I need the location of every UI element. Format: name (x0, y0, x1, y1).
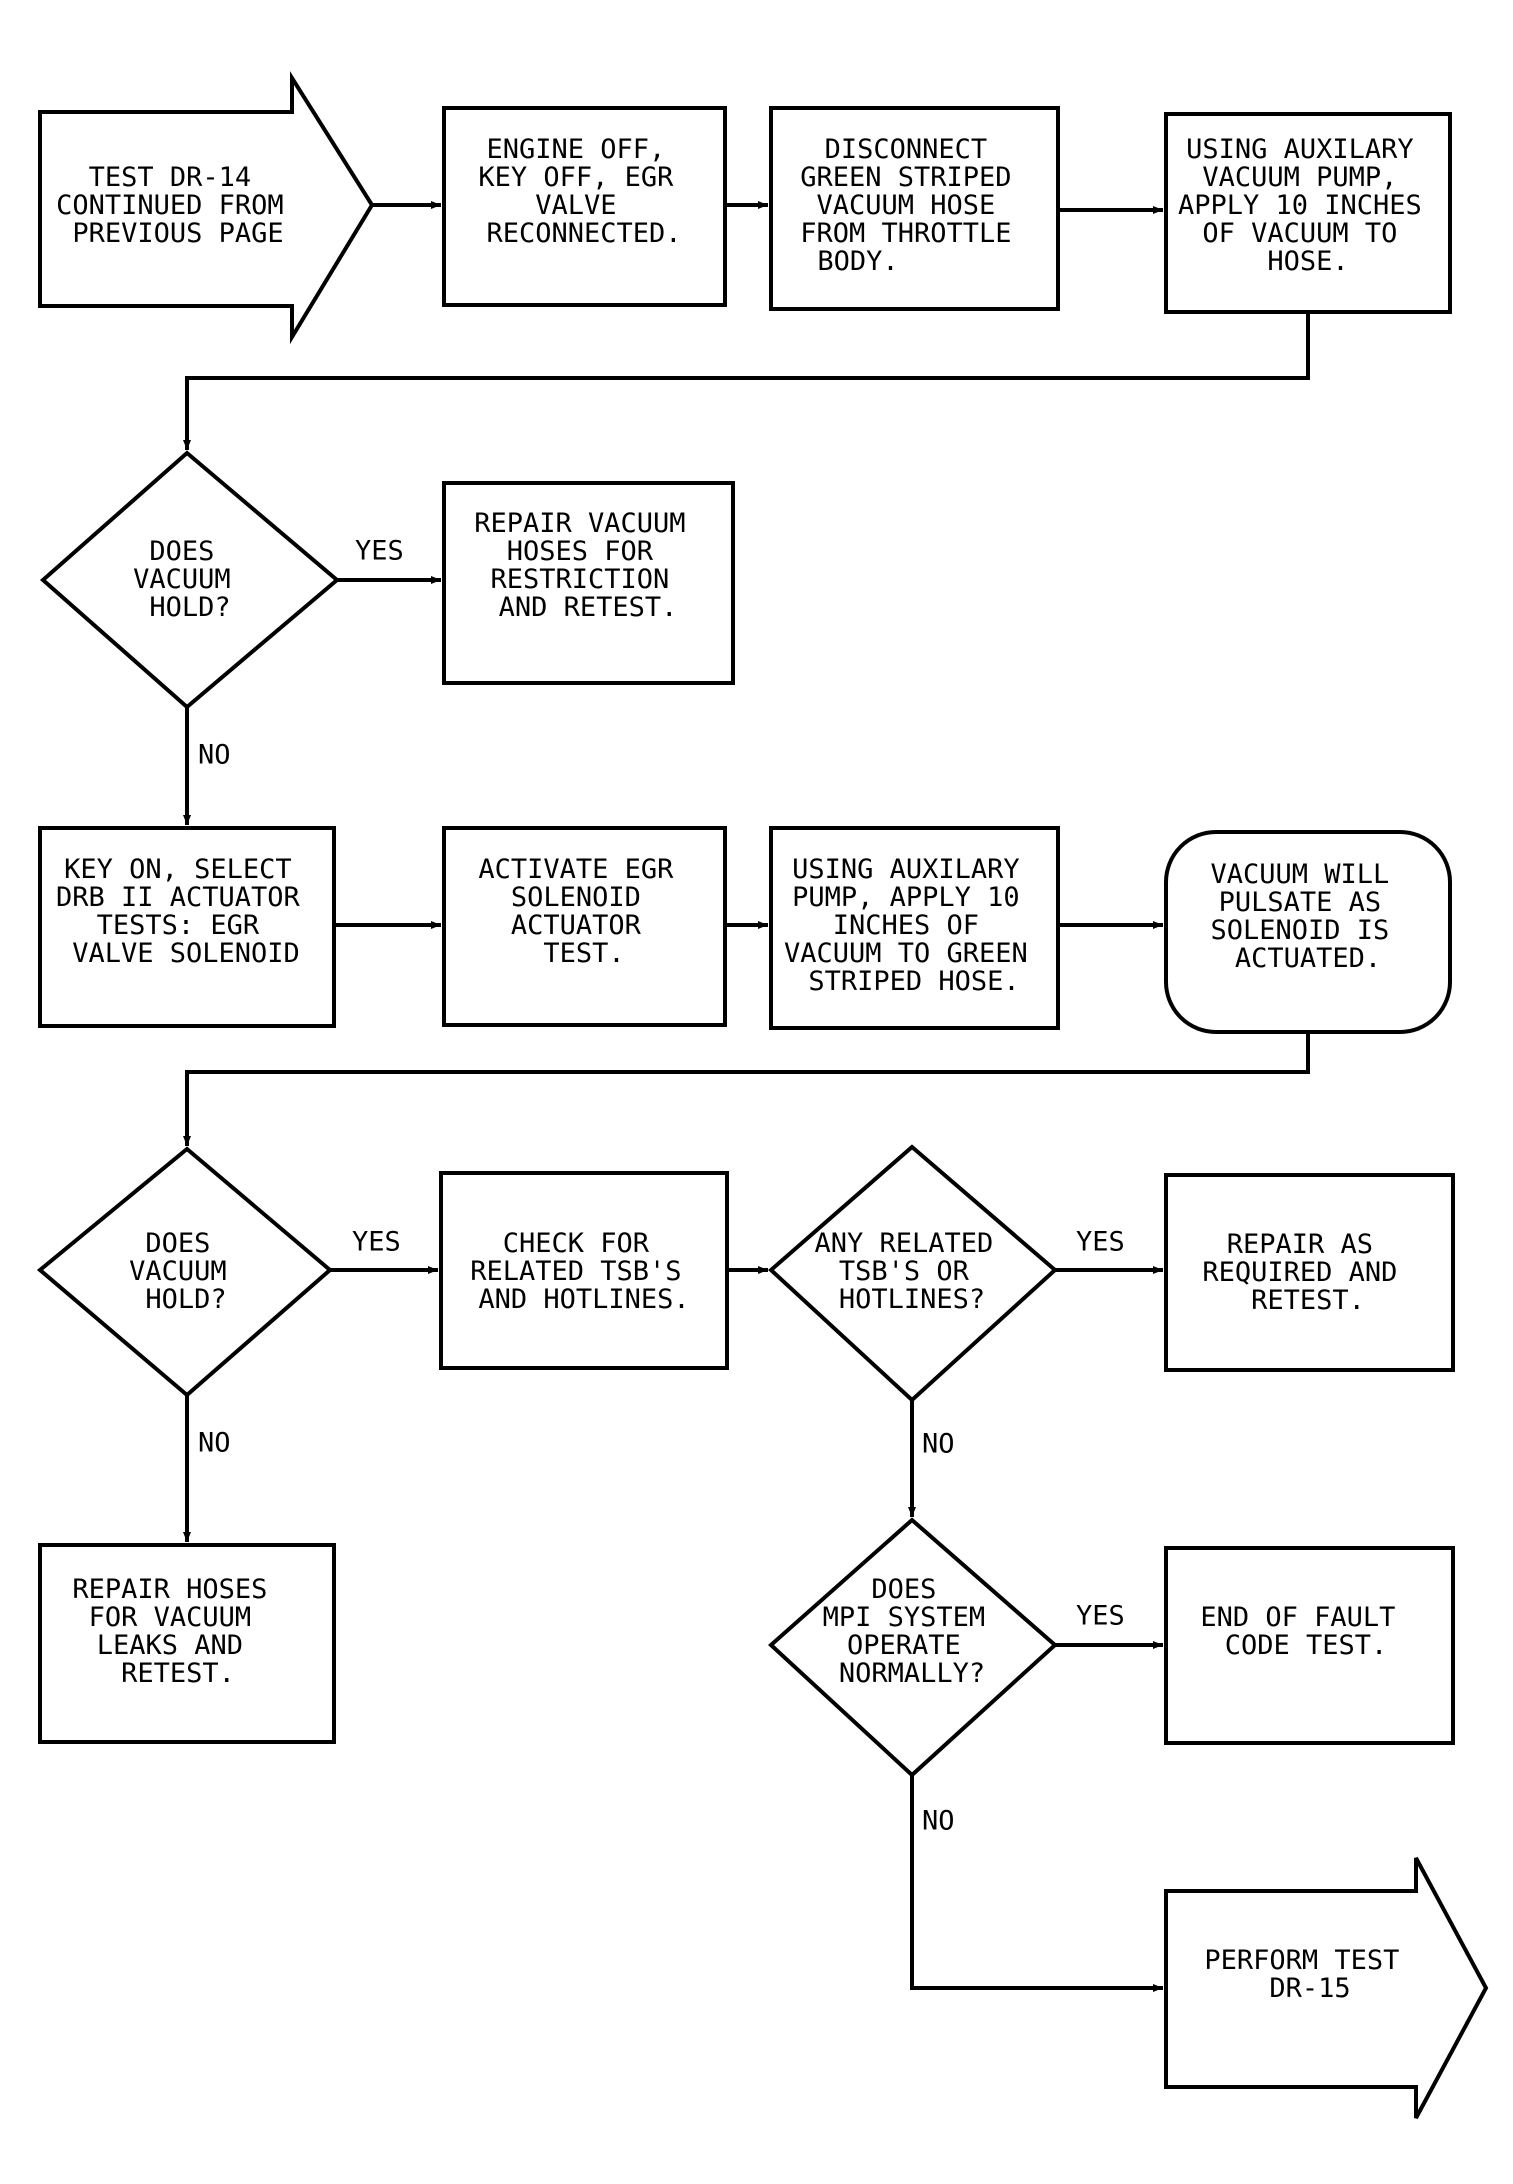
check-tsb-box (439, 1171, 729, 1370)
mpi-operate-diamond (768, 1517, 1059, 1778)
key-on-select-box (38, 826, 336, 1028)
mpi-yes-label: YES (1076, 1601, 1125, 1632)
aux-pump-green-box (769, 826, 1060, 1030)
connector-apply-vacuum-to-hold-1 (183, 312, 1310, 450)
repair-required-label: REPAIR AS REQUIRED AND RETEST. (1202, 1229, 1413, 1316)
any-tsb-label: ANY RELATED TSB'S OR HOTLINES? (814, 1228, 1009, 1315)
apply-vacuum-label: USING AUXILARY VACUUM PUMP, APPLY 10 INC… (1178, 134, 1438, 277)
repair-leaks-box (38, 1543, 336, 1744)
key-on-select-label: KEY ON, SELECT DRB II ACTUATOR TESTS: EG… (56, 854, 316, 969)
disconnect-hose-box (769, 106, 1060, 311)
apply-vacuum-box (1164, 112, 1452, 314)
vacuum-hold-2-label: DOES VACUUM HOLD? (129, 1228, 243, 1315)
repair-leaks-label: REPAIR HOSES FOR VACUUM LEAKS AND RETEST… (72, 1574, 283, 1689)
perform-dr15-label: PERFORM TEST DR-15 (1204, 1945, 1415, 2004)
aux-pump-green-label: USING AUXILARY PUMP, APPLY 10 INCHES OF … (784, 854, 1044, 997)
vacuum-hold-1-diamond (39, 450, 341, 710)
connector-mpi-no (910, 1775, 1163, 1992)
mpi-no-label: NO (922, 1806, 955, 1837)
connector-pulsate-to-hold-2 (183, 1032, 1310, 1146)
any-tsb-yes-label: YES (1076, 1227, 1125, 1258)
vacuum-pulsate-rounded-box (1164, 830, 1452, 1034)
engine-off-label: ENGINE OFF, KEY OFF, EGR VALVE RECONNECT… (478, 134, 689, 249)
vacuum-hold-1-label: DOES VACUUM HOLD? (133, 536, 247, 623)
end-test-label: END OF FAULT CODE TEST. (1200, 1602, 1411, 1661)
any-tsb-no-label: NO (922, 1429, 955, 1460)
activate-egr-label: ACTIVATE EGR SOLENOID ACTUATOR TEST. (478, 854, 689, 969)
repair-restriction-label: REPAIR VACUUM HOSES FOR RESTRICTION AND … (474, 508, 702, 623)
engine-off-box (442, 106, 727, 307)
hold-2-no-label: NO (198, 1428, 231, 1459)
repair-restriction-box (442, 481, 735, 685)
any-tsb-diamond (768, 1144, 1059, 1403)
activate-egr-box (442, 826, 727, 1027)
disconnect-hose-label: DISCONNECT GREEN STRIPED VACUUM HOSE FRO… (800, 134, 1028, 277)
hold-2-yes-label: YES (352, 1227, 401, 1258)
end-test-box (1164, 1546, 1455, 1745)
check-tsb-label: CHECK FOR RELATED TSB'S AND HOTLINES. (470, 1228, 698, 1315)
vacuum-pulsate-label: VACUUM WILL PULSATE AS SOLENOID IS ACTUA… (1210, 859, 1405, 974)
vacuum-hold-2-diamond (36, 1146, 334, 1398)
hold-1-yes-label: YES (355, 536, 404, 567)
hold-1-no-label: NO (198, 740, 231, 771)
start-arrow-label: TEST DR-14 CONTINUED FROM PREVIOUS PAGE (56, 162, 300, 249)
start-arrow-shape (38, 71, 375, 345)
mpi-operate-label: DOES MPI SYSTEM OPERATE NORMALLY? (823, 1574, 1002, 1689)
perform-dr15-arrow-shape (1164, 1857, 1489, 2119)
repair-required-box (1164, 1173, 1455, 1372)
